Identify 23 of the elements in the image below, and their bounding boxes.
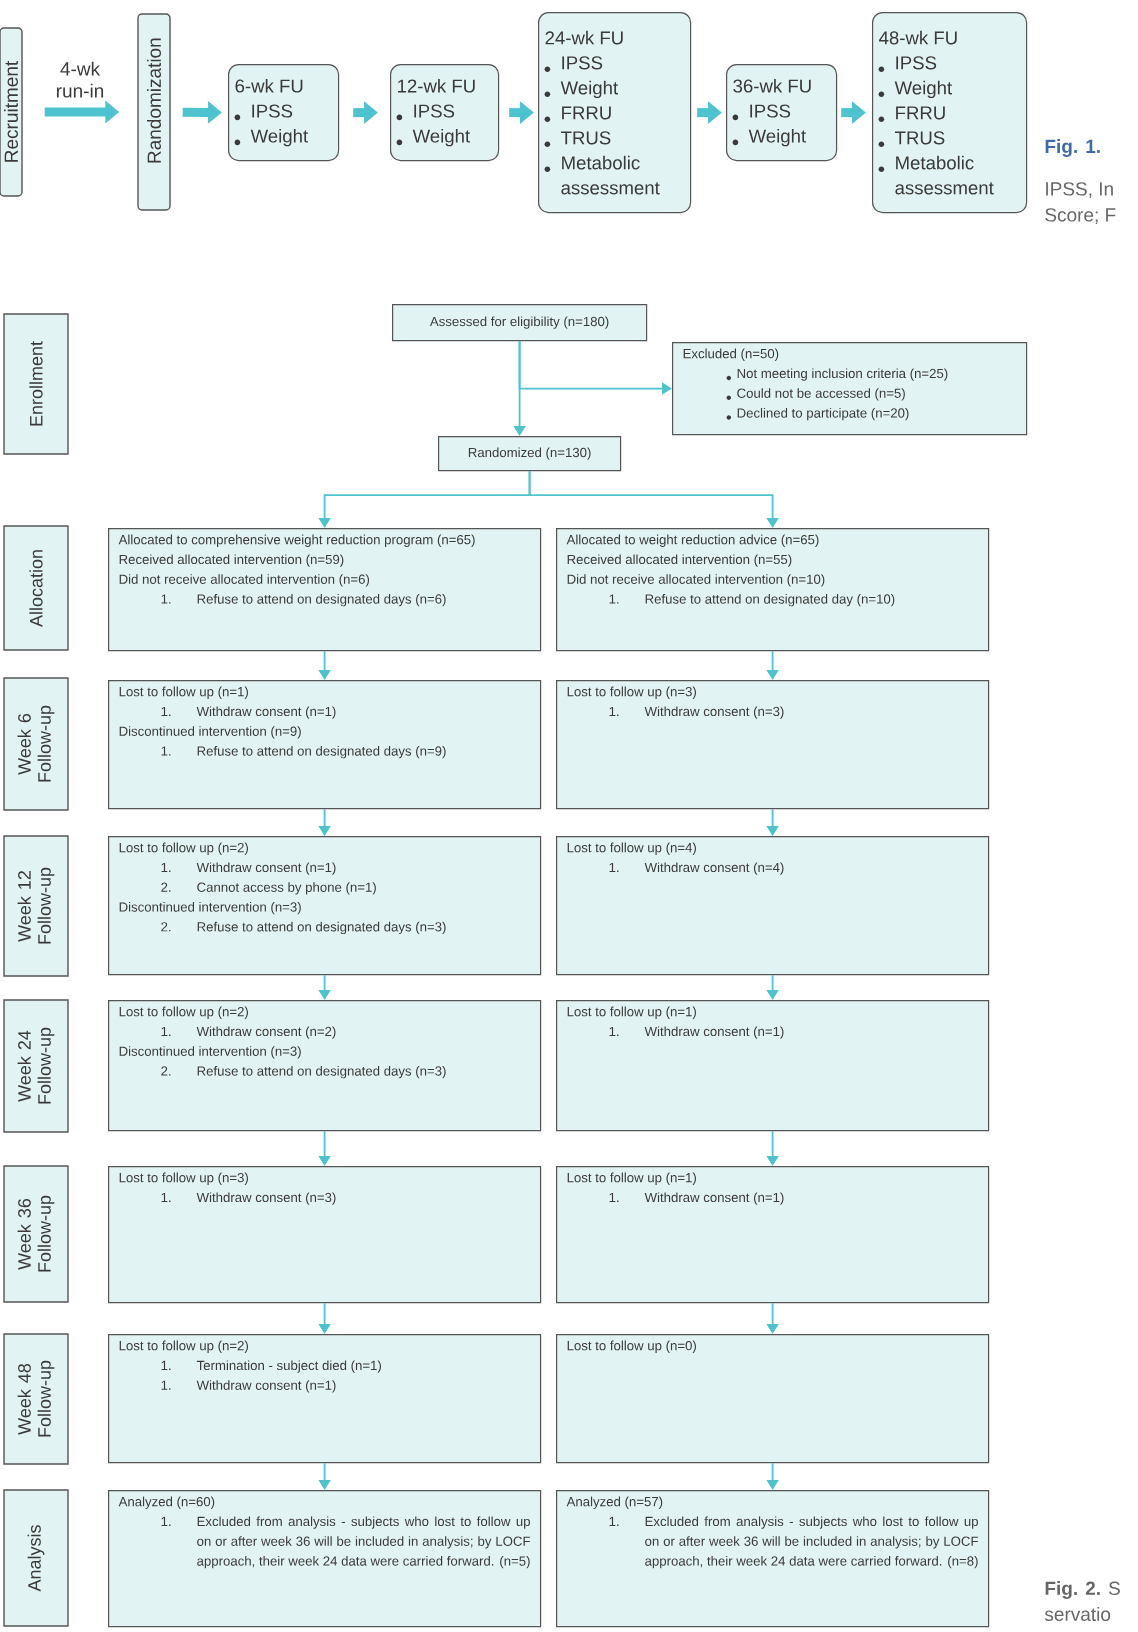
figure-caption: Fig. 1. [1045,139,1100,157]
timepoint-box: 24-wk FU IPSS Weight FRRU TRUS Metabolic assessment [538,12,692,214]
stage-label-box: Recruitment [0,27,23,197]
stage-label-box: Week 48 Follow-up [3,1333,69,1465]
timepoint-box: 36-wk FU IPSS Weight [726,64,838,162]
timepoint-box: 12-wk FU IPSS Weight [390,64,500,162]
timepoint-box: 6-wk FU IPSS Weight [228,64,340,162]
edge-label: 4-wk run-in [46,59,114,100]
timepoint-box: 48-wk FU IPSS Weight FRRU TRUS Metabolic assessment [872,12,1028,214]
stage-label-box: Week 6 Follow-up [3,677,69,811]
stage-label-box: Week 12 Follow-up [3,835,69,977]
stage-label-box: Allocation [3,525,69,651]
arrow [528,470,779,528]
stage-label-box: Week 36 Follow-up [3,1165,69,1303]
stage-label-box: Enrollment [3,313,69,455]
stage-label-box: Randomization [137,13,171,211]
figure-caption: servatio [1044,1607,1111,1621]
figure-caption: Score; F [1045,208,1116,224]
arrow [518,340,672,395]
figure-caption: IPSS, In [1046,182,1113,198]
stage-label-box: Week 24 Follow-up [3,999,69,1133]
stage-label-box: Analysis [3,1489,69,1627]
figure-caption: Fig. 2. S [1045,1581,1120,1599]
